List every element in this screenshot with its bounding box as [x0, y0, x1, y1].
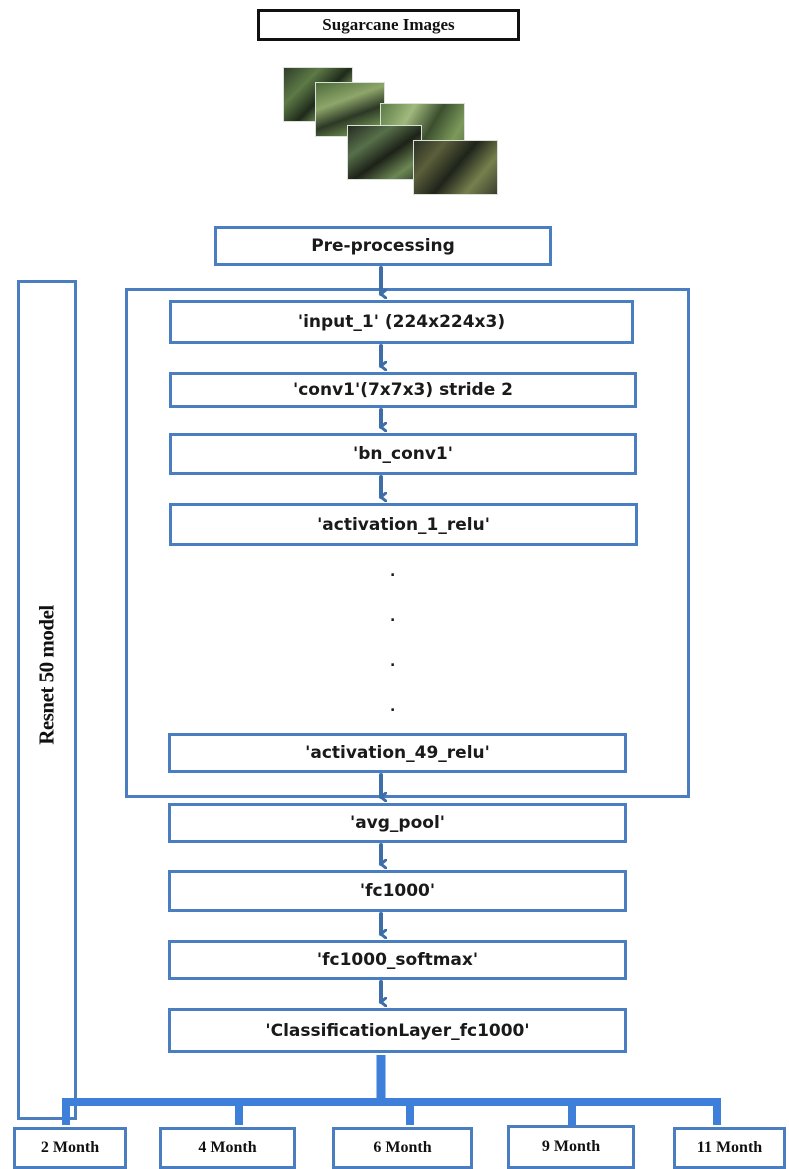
- output-9-month: 9 Month: [507, 1125, 635, 1169]
- resnet-container: [125, 288, 690, 798]
- output-11-month: 11 Month: [673, 1127, 786, 1169]
- ellipsis-dot: .: [390, 654, 396, 670]
- layer-classification: 'ClassificationLayer_fc1000': [168, 1008, 627, 1053]
- output-4-month: 4 Month: [159, 1127, 296, 1169]
- layer-avg-pool: 'avg_pool': [168, 803, 627, 843]
- ellipsis-dot: .: [390, 699, 396, 715]
- ellipsis-dot: .: [390, 564, 396, 580]
- resnet-label-box: [17, 280, 77, 1120]
- ellipsis-dot: .: [390, 609, 396, 625]
- layer-bn-conv1: 'bn_conv1': [169, 433, 637, 475]
- sugarcane-image-5: [413, 140, 498, 195]
- sugarcane-image-4: [347, 125, 422, 180]
- output-2-month: 2 Month: [13, 1127, 127, 1169]
- diagram-title: Sugarcane Images: [257, 9, 520, 41]
- layer-activation-49: 'activation_49_relu': [168, 733, 627, 773]
- layer-fc1000: 'fc1000': [168, 870, 627, 912]
- layer-input: 'input_1' (224x224x3): [169, 300, 634, 344]
- layer-activation-1: 'activation_1_relu': [169, 503, 638, 546]
- preprocessing-box: Pre-processing: [214, 226, 552, 266]
- output-6-month: 6 Month: [332, 1127, 473, 1169]
- layer-conv1: 'conv1'(7x7x3) stride 2: [169, 372, 637, 408]
- layer-fc1000-softmax: 'fc1000_softmax': [168, 940, 627, 980]
